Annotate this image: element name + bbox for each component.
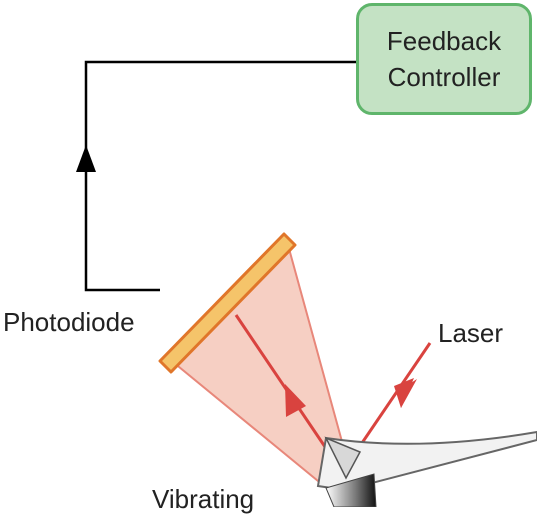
cantilever-tip: [324, 436, 362, 480]
controller-label-line2: Controller: [387, 62, 501, 92]
controller-label-line1: Feedback: [386, 26, 502, 56]
feedback-controller-box: Feedback Controller: [356, 3, 532, 115]
photodiode-label: Photodiode: [3, 307, 135, 337]
vibrating-label: Vibrating: [152, 484, 255, 514]
vibrating-actuator: [325, 473, 377, 507]
arrow-down-left-icon: [394, 378, 414, 408]
arrow-up-icon: [76, 145, 96, 172]
photodiode-plate: [158, 232, 297, 374]
laser-label: Laser: [438, 318, 504, 348]
arrow-up-icon: [285, 384, 306, 417]
feedback-wire: [84, 60, 356, 292]
